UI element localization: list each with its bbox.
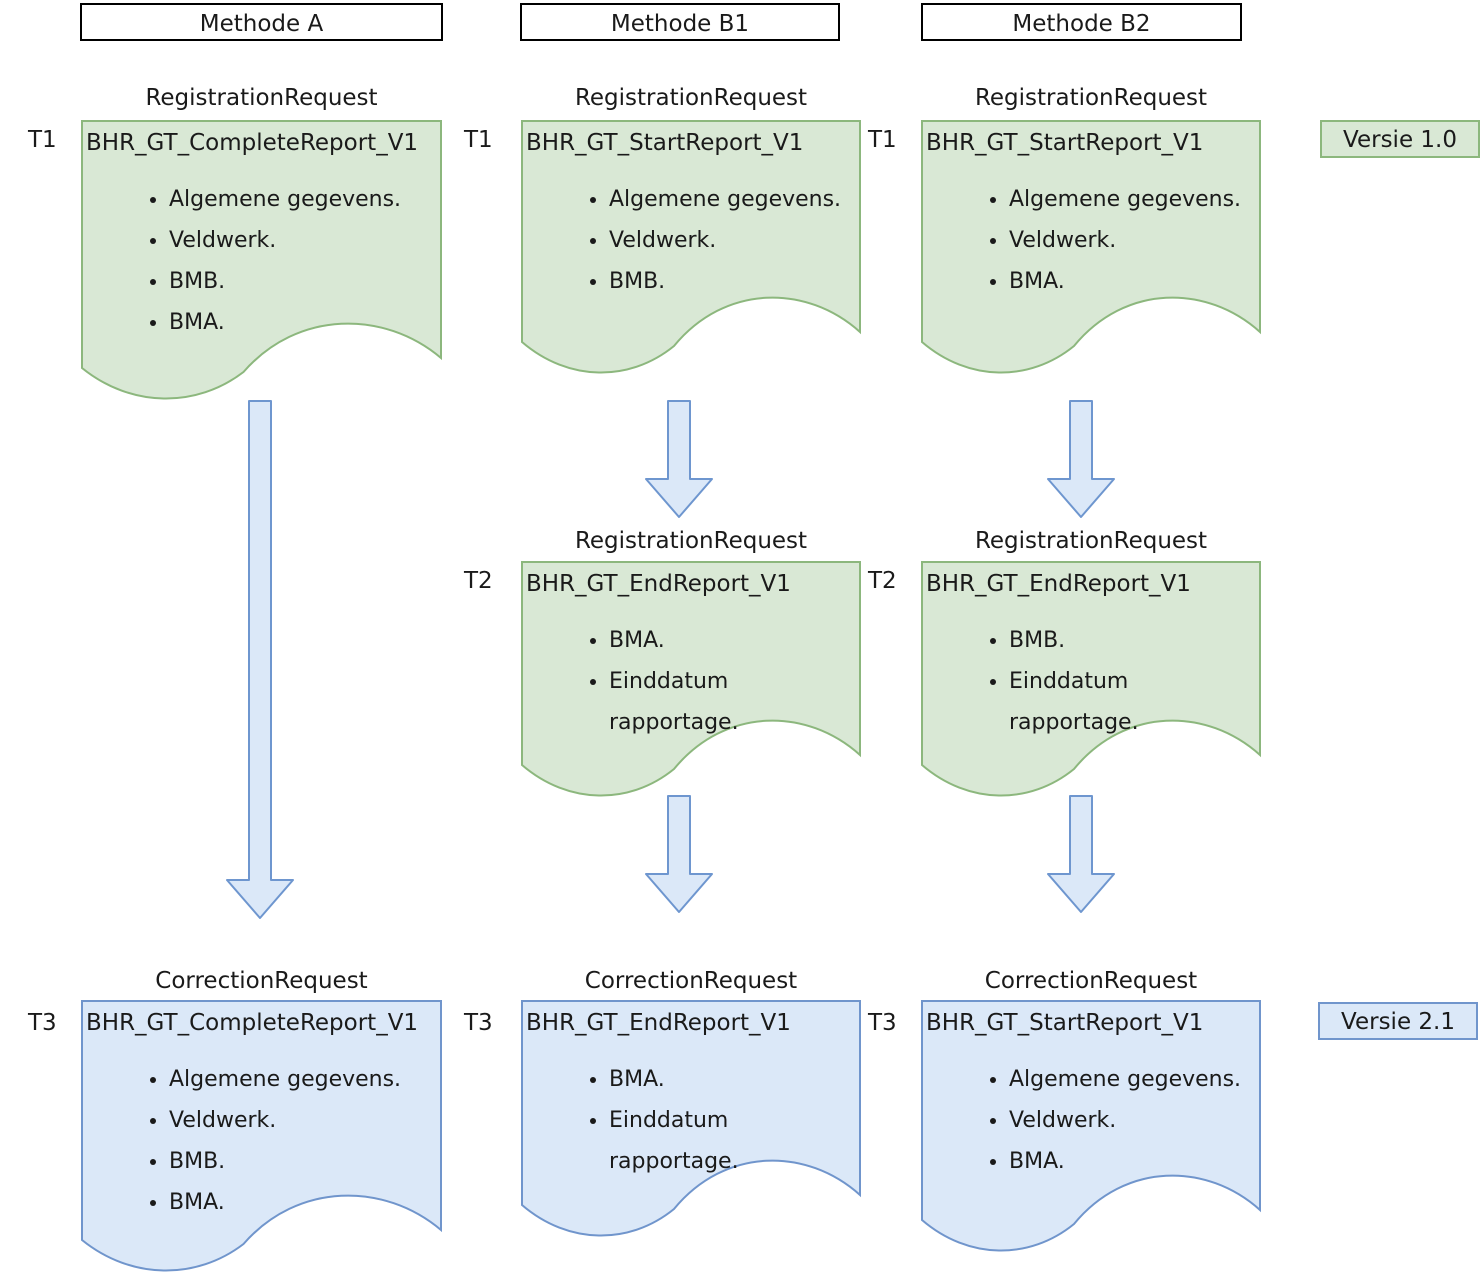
document-title: BHR_GT_StartReport_V1	[526, 130, 804, 156]
document-methode-b2-t1: BHR_GT_StartReport_V1 Algemene gegevens.…	[921, 120, 1261, 382]
flow-arrow-down-methode-b1	[645, 400, 713, 518]
request-type-label: RegistrationRequest	[974, 528, 1208, 554]
document-bullet: BMB.	[169, 1141, 438, 1182]
document-bullet: Veldwerk.	[1009, 1100, 1257, 1141]
document-bullet: Veldwerk.	[169, 220, 438, 261]
flow-arrow-down-methode-b2	[1047, 795, 1115, 913]
document-methode-b1-t2: BHR_GT_EndReport_V1 BMA.Einddatum rappor…	[521, 561, 861, 805]
document-methode-b1-t1: BHR_GT_StartReport_V1 Algemene gegevens.…	[521, 120, 861, 382]
column-header-methode-b2: Methode B2	[921, 3, 1242, 41]
document-bullet-list: BMA.Einddatum rapportage.	[521, 1059, 861, 1182]
document-shape	[921, 1000, 1261, 1252]
document-title: BHR_GT_EndReport_V1	[926, 571, 1191, 597]
document-shape	[921, 120, 1261, 374]
document-title: BHR_GT_CompleteReport_V1	[86, 1010, 419, 1036]
request-type-label: RegistrationRequest	[145, 85, 378, 111]
column-header-methode-b1: Methode B1	[520, 3, 840, 41]
document-title: BHR_GT_CompleteReport_V1	[86, 130, 419, 156]
document-bullet: BMA.	[609, 620, 857, 661]
document-shape	[921, 561, 1261, 797]
document-methode-b1-t3: BHR_GT_EndReport_V1 BMA.Einddatum rappor…	[521, 1000, 861, 1245]
request-type-label: RegistrationRequest	[974, 85, 1208, 111]
document-bullet: BMB.	[609, 261, 857, 302]
document-bullet: BMA.	[1009, 261, 1257, 302]
document-bullet: Algemene gegevens.	[609, 179, 857, 220]
document-bullet: Einddatum rapportage.	[609, 1100, 857, 1182]
document-bullet: Algemene gegevens.	[1009, 179, 1257, 220]
document-methode-a-t1: BHR_GT_CompleteReport_V1 Algemene gegeve…	[81, 120, 442, 408]
document-bullet-list: BMA.Einddatum rapportage.	[521, 620, 861, 743]
document-bullet: Algemene gegevens.	[1009, 1059, 1257, 1100]
document-bullet: BMB.	[1009, 620, 1257, 661]
column-header-methode-a: Methode A	[80, 3, 443, 41]
document-methode-b2-t3: BHR_GT_StartReport_V1 Algemene gegevens.…	[921, 1000, 1261, 1260]
document-bullet-list: Algemene gegevens.Veldwerk.BMA.	[921, 179, 1261, 302]
document-bullet: Veldwerk.	[609, 220, 857, 261]
document-bullet-list: Algemene gegevens.Veldwerk.BMB.	[521, 179, 861, 302]
request-type-label: CorrectionRequest	[155, 968, 368, 994]
time-label-t3: T3	[28, 1010, 57, 1036]
document-shape	[521, 561, 861, 797]
time-label-t3: T3	[464, 1010, 493, 1036]
request-type-label: RegistrationRequest	[574, 85, 808, 111]
document-bullet: Algemene gegevens.	[169, 1059, 438, 1100]
flow-arrow-down-methode-b2	[1047, 400, 1115, 518]
document-bullet: Einddatum rapportage.	[1009, 661, 1257, 743]
document-shape	[521, 1000, 861, 1237]
document-bullet: BMA.	[609, 1059, 857, 1100]
document-bullet: Algemene gegevens.	[169, 179, 438, 220]
flow-arrow-down-methode-a	[226, 400, 294, 919]
document-methode-b2-t2: BHR_GT_EndReport_V1 BMB.Einddatum rappor…	[921, 561, 1261, 805]
time-label-t1: T1	[868, 127, 897, 153]
time-label-t2: T2	[464, 568, 493, 594]
request-type-label: RegistrationRequest	[574, 528, 808, 554]
document-title: BHR_GT_StartReport_V1	[926, 130, 1204, 156]
time-label-t3: T3	[868, 1010, 897, 1036]
document-bullet: Veldwerk.	[1009, 220, 1257, 261]
time-label-t1: T1	[464, 127, 493, 153]
document-bullet-list: Algemene gegevens.Veldwerk.BMB.BMA.	[81, 1059, 442, 1223]
document-methode-a-t3: BHR_GT_CompleteReport_V1 Algemene gegeve…	[81, 1000, 442, 1280]
document-bullet: Einddatum rapportage.	[609, 661, 857, 743]
document-bullet: BMA.	[1009, 1141, 1257, 1182]
version-badge-2-1: Versie 2.1	[1318, 1002, 1478, 1040]
document-bullet-list: BMB.Einddatum rapportage.	[921, 620, 1261, 743]
request-type-label: CorrectionRequest	[984, 968, 1198, 994]
document-bullet: Veldwerk.	[169, 1100, 438, 1141]
document-bullet: BMB.	[169, 261, 438, 302]
version-badge-1-0: Versie 1.0	[1320, 120, 1480, 158]
document-shape	[81, 1000, 442, 1272]
document-title: BHR_GT_EndReport_V1	[526, 571, 791, 597]
flow-arrow-down-methode-b1	[645, 795, 713, 913]
document-shape	[81, 120, 442, 400]
document-bullet: BMA.	[169, 1182, 438, 1223]
request-type-label: CorrectionRequest	[584, 968, 798, 994]
document-title: BHR_GT_StartReport_V1	[926, 1010, 1204, 1036]
document-bullet: BMA.	[169, 302, 438, 343]
time-label-t1: T1	[28, 127, 57, 153]
document-title: BHR_GT_EndReport_V1	[526, 1010, 791, 1036]
time-label-t2: T2	[868, 568, 897, 594]
document-bullet-list: Algemene gegevens.Veldwerk.BMB.BMA.	[81, 179, 442, 343]
document-bullet-list: Algemene gegevens.Veldwerk.BMA.	[921, 1059, 1261, 1182]
document-shape	[521, 120, 861, 374]
